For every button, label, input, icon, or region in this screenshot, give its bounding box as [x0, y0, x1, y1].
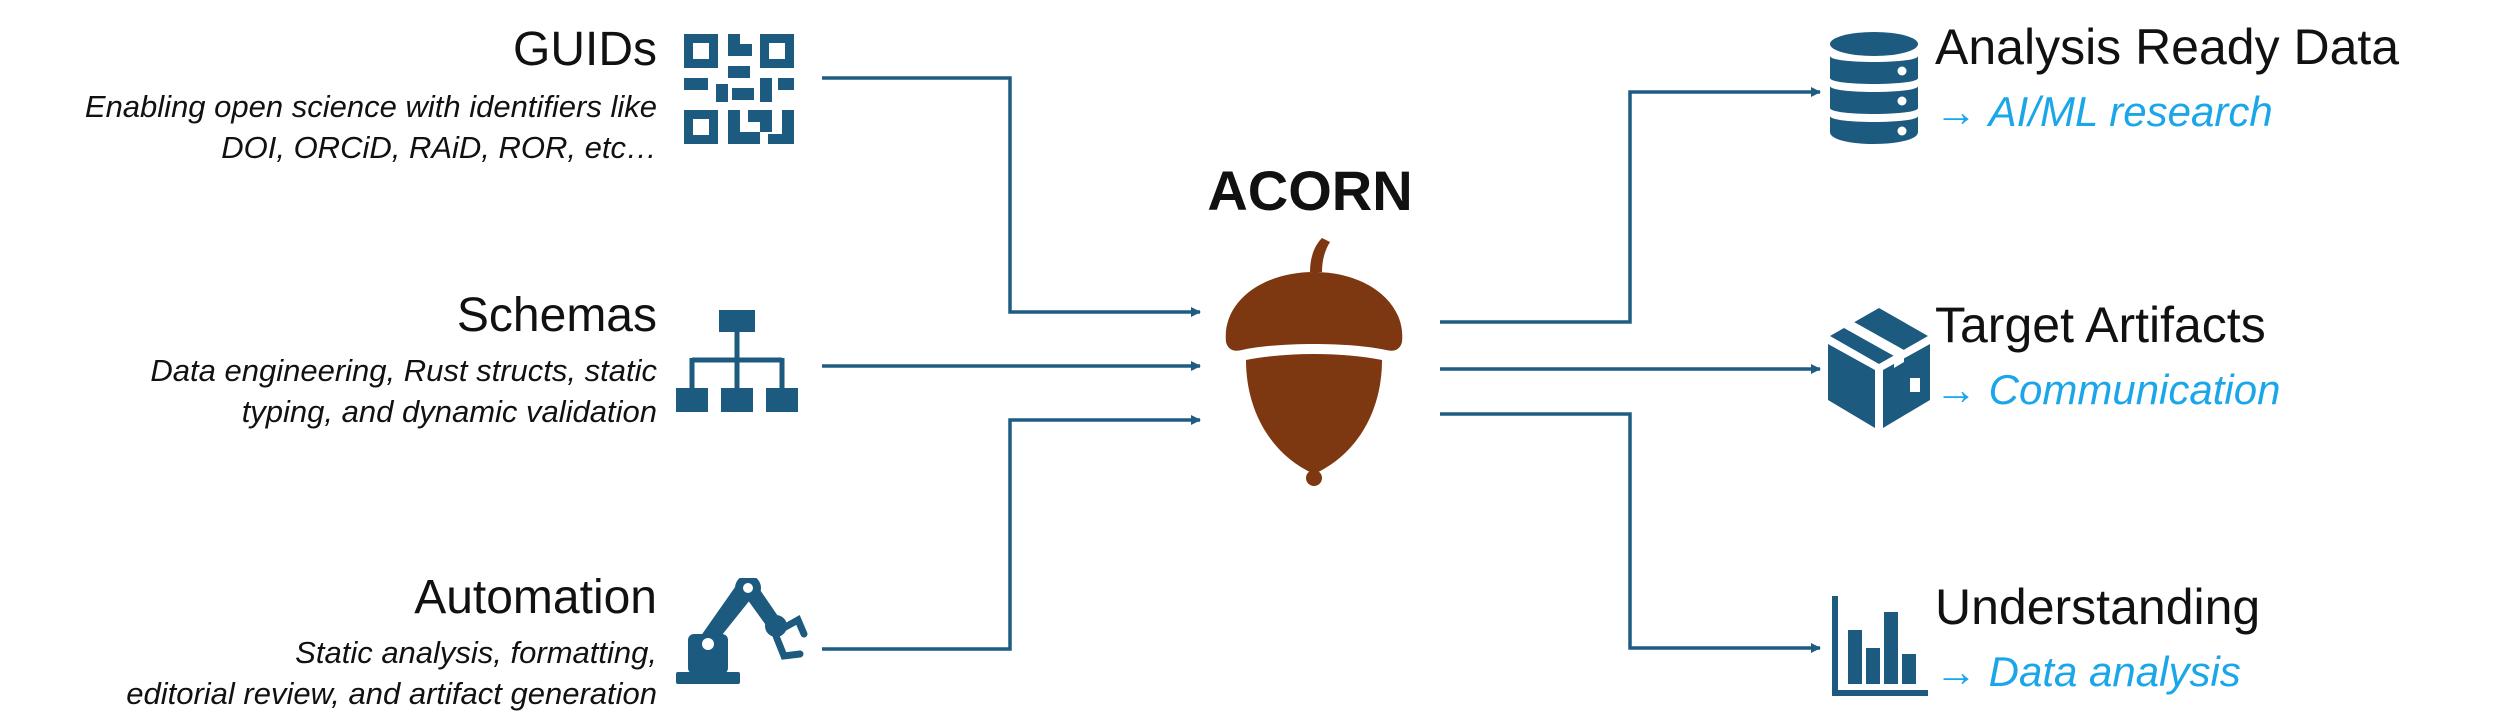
schemas-description-line-2: typing, and dynamic validation	[241, 394, 657, 429]
acorn-icon	[1225, 238, 1403, 486]
guids-title: GUIDs	[513, 23, 657, 76]
automation-description-line-1: Static analysis, formatting,	[295, 635, 657, 670]
analysis-ready-data-subtitle-text: AI/ML research	[1988, 88, 2273, 135]
guids-description-line-2: DOI, ORCiD, RAiD, ROR, etc…	[221, 130, 657, 165]
analysis-ready-data-title: Analysis Ready Data	[1935, 19, 2400, 75]
hierarchy-icon	[676, 310, 798, 412]
target-artifacts-title: Target Artifacts	[1935, 297, 2266, 353]
understanding-subtitle: → Data analysis	[1935, 648, 2241, 696]
target-artifacts-subtitle: → Communication	[1935, 366, 2280, 414]
guids-description-line-1: Enabling open science with identifiers l…	[84, 89, 657, 124]
database-icon	[1830, 32, 1918, 144]
qr-code-icon	[684, 34, 794, 144]
connector-automation	[822, 415, 1201, 651]
automation-description-line-2: editorial review, and artifact generatio…	[126, 676, 657, 711]
understanding-subtitle-text: Data analysis	[1988, 648, 2241, 695]
robot-arm-icon	[676, 578, 808, 684]
acorn-title: ACORN	[1207, 159, 1413, 222]
analysis-ready-data-subtitle: → AI/ML research	[1935, 88, 2273, 136]
automation-title: Automation	[414, 571, 657, 624]
arrow-right-icon: →	[1935, 88, 1977, 135]
package-icon	[1828, 308, 1930, 428]
arrow-right-icon: →	[1935, 648, 1977, 695]
arrow-right-icon: →	[1935, 366, 1977, 413]
schemas-title: Schemas	[456, 289, 657, 342]
connector-understanding	[1440, 412, 1821, 653]
bar-chart-icon	[1832, 596, 1928, 696]
understanding-title: Understanding	[1935, 579, 2261, 635]
connector-guids	[822, 76, 1201, 317]
schemas-description-line-1: Data engineering, Rust structs, static	[150, 353, 657, 388]
connector-analysis-ready-data	[1440, 87, 1821, 324]
target-artifacts-subtitle-text: Communication	[1988, 366, 2281, 413]
